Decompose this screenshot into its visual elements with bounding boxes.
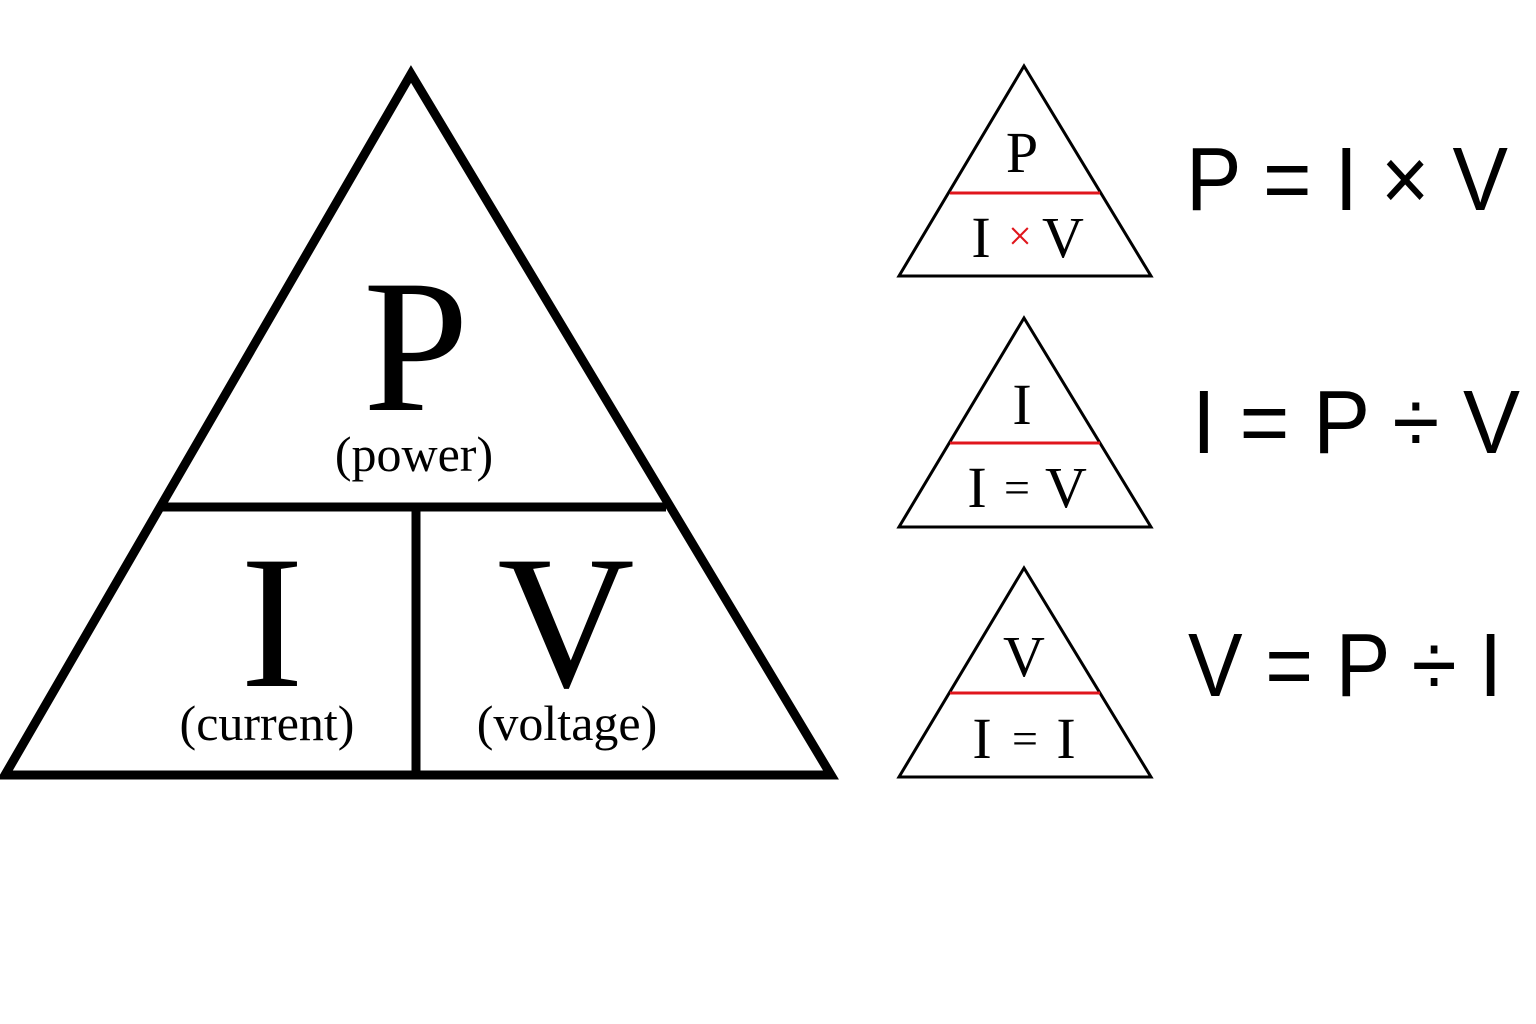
small-triangle-current: I I = V I = P ÷ V <box>896 315 1520 529</box>
small-triangle-bottom-right-symbol: V <box>1045 455 1087 520</box>
small-triangle-bottom-right-symbol: I <box>1056 706 1075 771</box>
small-triangle-operator: = <box>1012 713 1038 764</box>
small-triangle-bottom-left-symbol: I <box>967 455 986 520</box>
formula-voltage: V = P ÷ I <box>1188 616 1502 716</box>
small-triangle-outline <box>896 63 1154 278</box>
small-triangle-top-symbol: P <box>1006 120 1038 185</box>
small-triangle-bottom-right-symbol: V <box>1042 205 1084 270</box>
small-triangle-power: P I × V P = I × V <box>896 63 1508 278</box>
current-symbol: I <box>240 518 303 728</box>
power-symbol: P <box>363 242 469 452</box>
voltage-symbol: V <box>497 518 634 728</box>
voltage-caption: (voltage) <box>477 695 657 751</box>
small-triangle-operator: × <box>1008 214 1032 260</box>
power-caption: (power) <box>335 426 493 482</box>
small-triangle-outline <box>896 315 1154 529</box>
small-triangle-bottom-left-symbol: I <box>971 205 990 270</box>
small-triangle-top-symbol: V <box>1003 624 1045 689</box>
main-triangle: P (power) I (current) V (voltage) <box>0 65 839 780</box>
formula-power: P = I × V <box>1186 130 1508 230</box>
small-triangle-top-symbol: I <box>1012 372 1031 437</box>
formula-current: I = P ÷ V <box>1192 373 1520 473</box>
small-triangle-voltage: V I = I V = P ÷ I <box>896 565 1502 779</box>
small-triangle-bottom-left-symbol: I <box>972 706 991 771</box>
small-triangle-outline <box>896 565 1154 779</box>
current-caption: (current) <box>180 695 355 751</box>
small-triangle-operator: = <box>1004 462 1030 513</box>
